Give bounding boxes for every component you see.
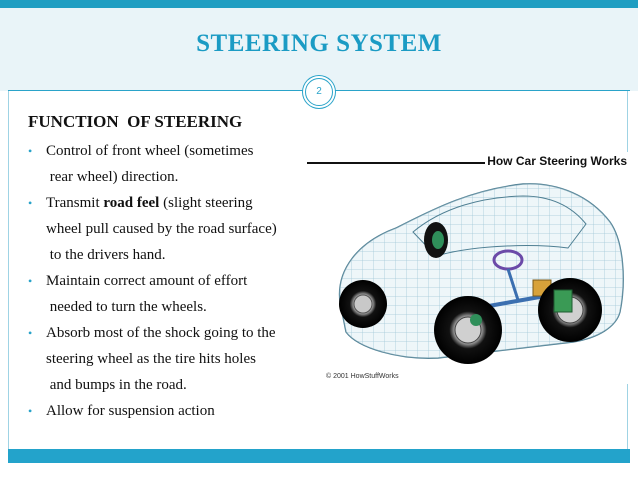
bullet-text: Allow for suspension action <box>46 403 215 419</box>
figure-credit: © 2001 HowStuffWorks <box>326 373 399 380</box>
figure-title: How Car Steering Works <box>307 154 627 168</box>
bottom-accent-bar <box>8 449 630 463</box>
bullet-list: • Control of front wheel (sometimes rear … <box>28 138 328 424</box>
car-wireframe-illustration <box>338 183 624 364</box>
bullet-item: • Allow for suspension action <box>28 398 328 424</box>
page-number-badge: 2 <box>305 78 333 106</box>
bullet-line: and bumps in the road. <box>46 372 328 398</box>
bullet-dot-icon: • <box>28 326 33 340</box>
bullet-line: Absorb most of the shock going to the <box>46 320 328 346</box>
bullet-text: Absorb most of the shock going to the <box>46 325 276 341</box>
bullet-item: • Transmit road feel (slight steering whee… <box>28 190 328 268</box>
bullet-text: Transmit <box>46 195 104 211</box>
bullet-line: to the drivers hand. <box>46 242 328 268</box>
bullet-text: rear wheel) direction. <box>46 169 179 185</box>
bullet-text: steering wheel as the tire hits holes <box>46 351 256 367</box>
bullet-line: Allow for suspension action <box>46 398 328 424</box>
bullet-dot-icon: • <box>28 144 33 158</box>
bullet-text: and bumps in the road. <box>46 377 187 393</box>
bullet-text: (slight steering <box>159 195 253 211</box>
bullet-line: Maintain correct amount of effort <box>46 268 328 294</box>
bullet-text: Maintain correct amount of effort <box>46 273 248 289</box>
title-band <box>0 8 638 91</box>
bullet-line: wheel pull caused by the road surface) <box>46 216 328 242</box>
section-heading: FUNCTION OF STEERING <box>28 112 243 131</box>
bullet-text: to the drivers hand. <box>46 247 166 263</box>
bullet-item: • Control of front wheel (sometimes rear … <box>28 138 328 190</box>
bullet-line: Transmit road feel (slight steering <box>46 190 328 216</box>
bullet-line: Control of front wheel (sometimes <box>46 138 328 164</box>
bullet-line: needed to turn the wheels. <box>46 294 328 320</box>
bullet-item: • Absorb most of the shock going to the st… <box>28 320 328 398</box>
bullet-dot-icon: • <box>28 274 33 288</box>
bullet-item: • Maintain correct amount of effort neede… <box>28 268 328 320</box>
bullet-line: rear wheel) direction. <box>46 164 328 190</box>
bullet-dot-icon: • <box>28 196 33 210</box>
bullet-line: steering wheel as the tire hits holes <box>46 346 328 372</box>
bullet-text: needed to turn the wheels. <box>46 299 207 315</box>
steering-figure: How Car Steering Works <box>307 152 630 384</box>
bullet-text: wheel pull caused by the road surface) <box>46 221 277 237</box>
bold-term: road feel <box>103 195 160 211</box>
top-accent-bar <box>0 0 638 8</box>
bullet-text: Control of front wheel (sometimes <box>46 143 254 159</box>
slide-title: STEERING SYSTEM <box>196 30 442 57</box>
bullet-dot-icon: • <box>28 404 33 418</box>
